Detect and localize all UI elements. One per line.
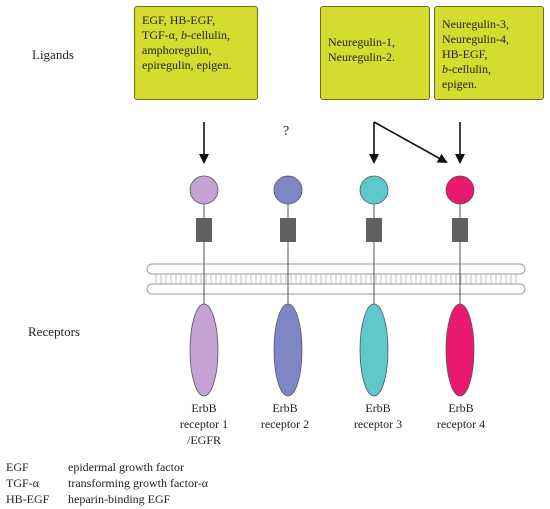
receptor-label-line: /EGFR — [186, 433, 221, 447]
receptor-label-erbb3: ErbB receptor 3 — [343, 400, 413, 432]
legend-abbr: EGF — [6, 460, 29, 474]
receptor-label-erbb1: ErbB receptor 1 /EGFR — [169, 400, 239, 448]
ligand-text: EGF, HB-EGF, — [142, 13, 216, 27]
ligand-text: Neuregulin-3, — [442, 17, 509, 31]
ligand-box-erbb3: Neuregulin-1, Neuregulin-2. — [320, 6, 430, 100]
ligand-box-erbb1: EGF, HB-EGF, TGF-α, b-cellulin, amphoreg… — [134, 6, 258, 100]
receptor-label-line: ErbB — [365, 401, 391, 415]
legend-definition: epidermal growth factor — [68, 460, 184, 474]
ligand-text: Neuregulin-2. — [328, 50, 395, 64]
ligand-binding-domain — [189, 175, 219, 205]
ligand-text: HB-EGF, — [442, 47, 488, 61]
receptor-label-line: ErbB — [191, 401, 217, 415]
arrow-ligand-to-erbb4-diagonal — [373, 121, 448, 163]
receptor-label-erbb2: ErbB receptor 2 — [250, 400, 320, 432]
receptor-label-line: ErbB — [448, 401, 474, 415]
receptors-label: Receptors — [28, 324, 80, 339]
ligand-text: b-cellulin, — [442, 62, 491, 76]
transmembrane-domain — [452, 218, 468, 242]
receptor-erbb1 — [189, 175, 219, 397]
cell-membrane — [146, 263, 526, 295]
receptor-label-line: receptor 4 — [436, 417, 486, 431]
ligand-box-erbb4: Neuregulin-3, Neuregulin-4, HB-EGF, b-ce… — [434, 6, 544, 100]
legend-definition: heparin-binding EGF — [68, 492, 171, 506]
ligands-label: Ligands — [32, 47, 74, 62]
ligand-text: epigen. — [442, 77, 477, 91]
ligand-text: Neuregulin-4, — [442, 32, 509, 46]
receptor-label-line: receptor 1 — [179, 417, 229, 431]
legend-abbr: TGF-α — [6, 476, 39, 490]
intracellular-domain — [445, 303, 475, 397]
ligand-text: epiregulin, epigen. — [142, 58, 232, 72]
legend-row: EGF epidermal growth factor — [6, 460, 184, 476]
legend-definition: transforming growth factor-α — [68, 476, 209, 490]
receptor-label-line: receptor 2 — [260, 417, 310, 431]
ligand-binding-domain — [359, 175, 389, 205]
receptor-erbb3 — [359, 175, 389, 397]
ligand-text: Neuregulin-1, — [328, 35, 395, 49]
intracellular-domain — [359, 303, 389, 397]
transmembrane-domain — [280, 218, 296, 242]
transmembrane-domain — [196, 218, 212, 242]
ligand-text: TGF-α, b-cellulin, — [142, 28, 230, 42]
receptor-label-line: receptor 3 — [353, 417, 403, 431]
ligand-text: amphoregulin, — [142, 43, 212, 57]
receptor-label-line: ErbB — [272, 401, 298, 415]
legend-abbr: HB-EGF — [6, 492, 50, 506]
ligand-binding-domain — [273, 175, 303, 205]
unknown-ligand-mark: ? — [283, 124, 290, 139]
receptor-erbb4 — [445, 175, 475, 397]
legend-row: HB-EGF heparin-binding EGF — [6, 492, 170, 508]
transmembrane-domain — [366, 218, 382, 242]
legend-row: TGF-α transforming growth factor-α — [6, 476, 208, 492]
intracellular-domain — [273, 303, 303, 397]
receptor-label-erbb4: ErbB receptor 4 — [426, 400, 496, 432]
receptor-erbb2 — [273, 175, 303, 397]
intracellular-domain — [189, 303, 219, 397]
ligand-binding-domain — [445, 175, 475, 205]
